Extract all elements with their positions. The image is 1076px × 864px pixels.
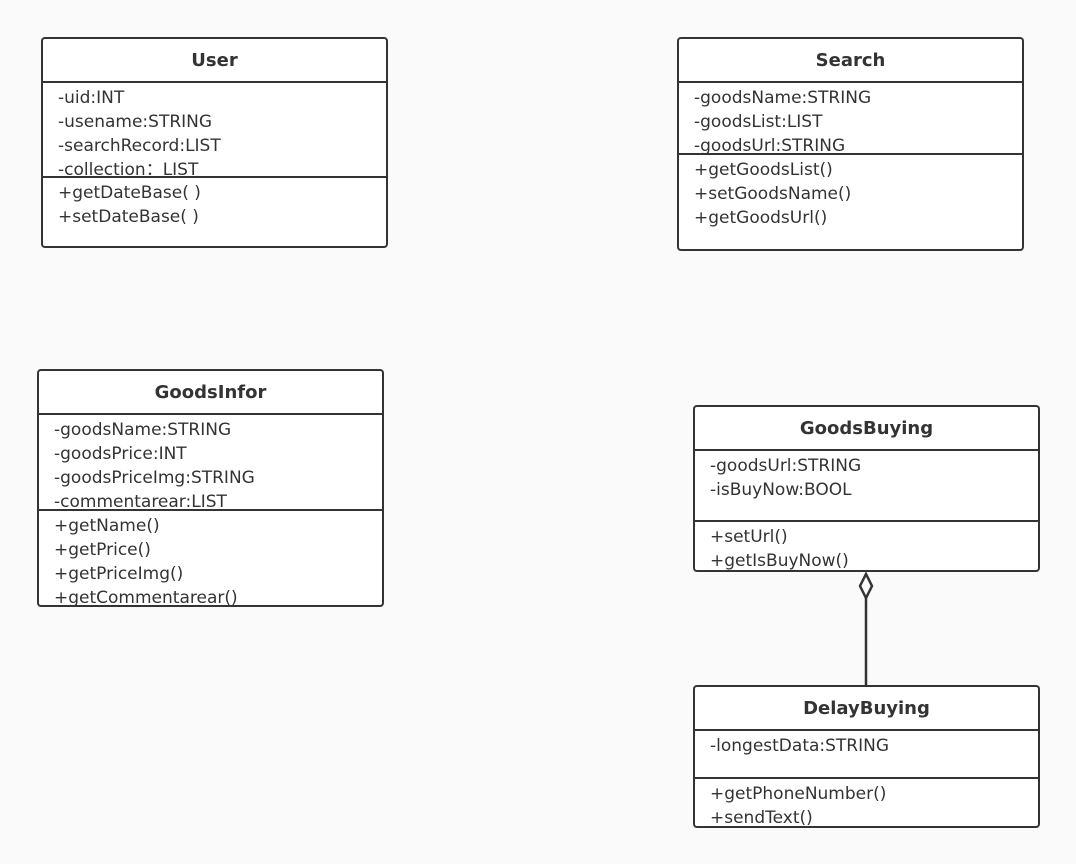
attribute: -isBuyNow:BOOL <box>710 480 852 500</box>
method: +getGoodsUrl() <box>694 208 828 228</box>
class-search[interactable]: Search -goodsName:STRING -goodsList:LIST… <box>677 37 1024 251</box>
class-name: User <box>43 39 386 83</box>
methods-compartment: +setUrl() +getIsBuyNow() <box>695 522 1038 571</box>
methods-compartment: +getName() +getPrice() +getPriceImg() +g… <box>39 511 382 607</box>
method: +getDateBase( ) <box>58 183 201 203</box>
attributes-compartment: -goodsUrl:STRING -isBuyNow:BOOL <box>695 451 1038 522</box>
attribute: -searchRecord:LIST <box>58 136 221 156</box>
attributes-compartment: -goodsName:STRING -goodsList:LIST -goods… <box>679 83 1022 155</box>
attribute: -commentarear:LIST <box>54 492 227 511</box>
attribute: -goodsUrl:STRING <box>710 456 862 476</box>
attribute: -goodsList:LIST <box>694 112 823 132</box>
method: +getPhoneNumber() <box>710 784 887 804</box>
method: +setUrl() <box>710 527 788 547</box>
method: +setDateBase( ) <box>58 207 199 227</box>
aggregation-diamond-icon <box>858 571 874 601</box>
method: +getGoodsList() <box>694 160 833 180</box>
method: +getIsBuyNow() <box>710 551 849 571</box>
class-name: DelayBuying <box>695 687 1038 731</box>
methods-compartment: +getDateBase( ) +setDateBase( ) <box>43 178 386 229</box>
methods-compartment: +getPhoneNumber() +sendText() <box>695 779 1038 828</box>
method: +sendText() <box>710 808 813 828</box>
method: +getCommentarear() <box>54 588 238 607</box>
class-name: Search <box>679 39 1022 83</box>
class-goodsbuying[interactable]: GoodsBuying -goodsUrl:STRING -isBuyNow:B… <box>693 405 1040 572</box>
attribute: -goodsPrice:INT <box>54 444 187 464</box>
method: +getPriceImg() <box>54 564 184 584</box>
attribute: -longestData:STRING <box>710 736 890 756</box>
class-delaybuying[interactable]: DelayBuying -longestData:STRING +getPhon… <box>693 685 1040 828</box>
methods-compartment: +getGoodsList() +setGoodsName() +getGood… <box>679 155 1022 230</box>
method: +getName() <box>54 516 160 536</box>
attribute: -goodsUrl:STRING <box>694 136 846 155</box>
class-user[interactable]: User -uid:INT -usename:STRING -searchRec… <box>41 37 388 248</box>
attribute: -usename:STRING <box>58 112 213 132</box>
attribute: -goodsName:STRING <box>54 420 232 440</box>
method: +getPrice() <box>54 540 151 560</box>
attributes-compartment: -goodsName:STRING -goodsPrice:INT -goods… <box>39 415 382 511</box>
attribute: -collection：LIST <box>58 160 199 178</box>
attribute: -goodsPriceImg:STRING <box>54 468 255 488</box>
class-goodsinfor[interactable]: GoodsInfor -goodsName:STRING -goodsPrice… <box>37 369 384 607</box>
method: +setGoodsName() <box>694 184 852 204</box>
attribute: -goodsName:STRING <box>694 88 872 108</box>
class-name: GoodsInfor <box>39 371 382 415</box>
attributes-compartment: -longestData:STRING <box>695 731 1038 779</box>
attributes-compartment: -uid:INT -usename:STRING -searchRecord:L… <box>43 83 386 178</box>
class-name: GoodsBuying <box>695 407 1038 451</box>
attribute: -uid:INT <box>58 88 125 108</box>
